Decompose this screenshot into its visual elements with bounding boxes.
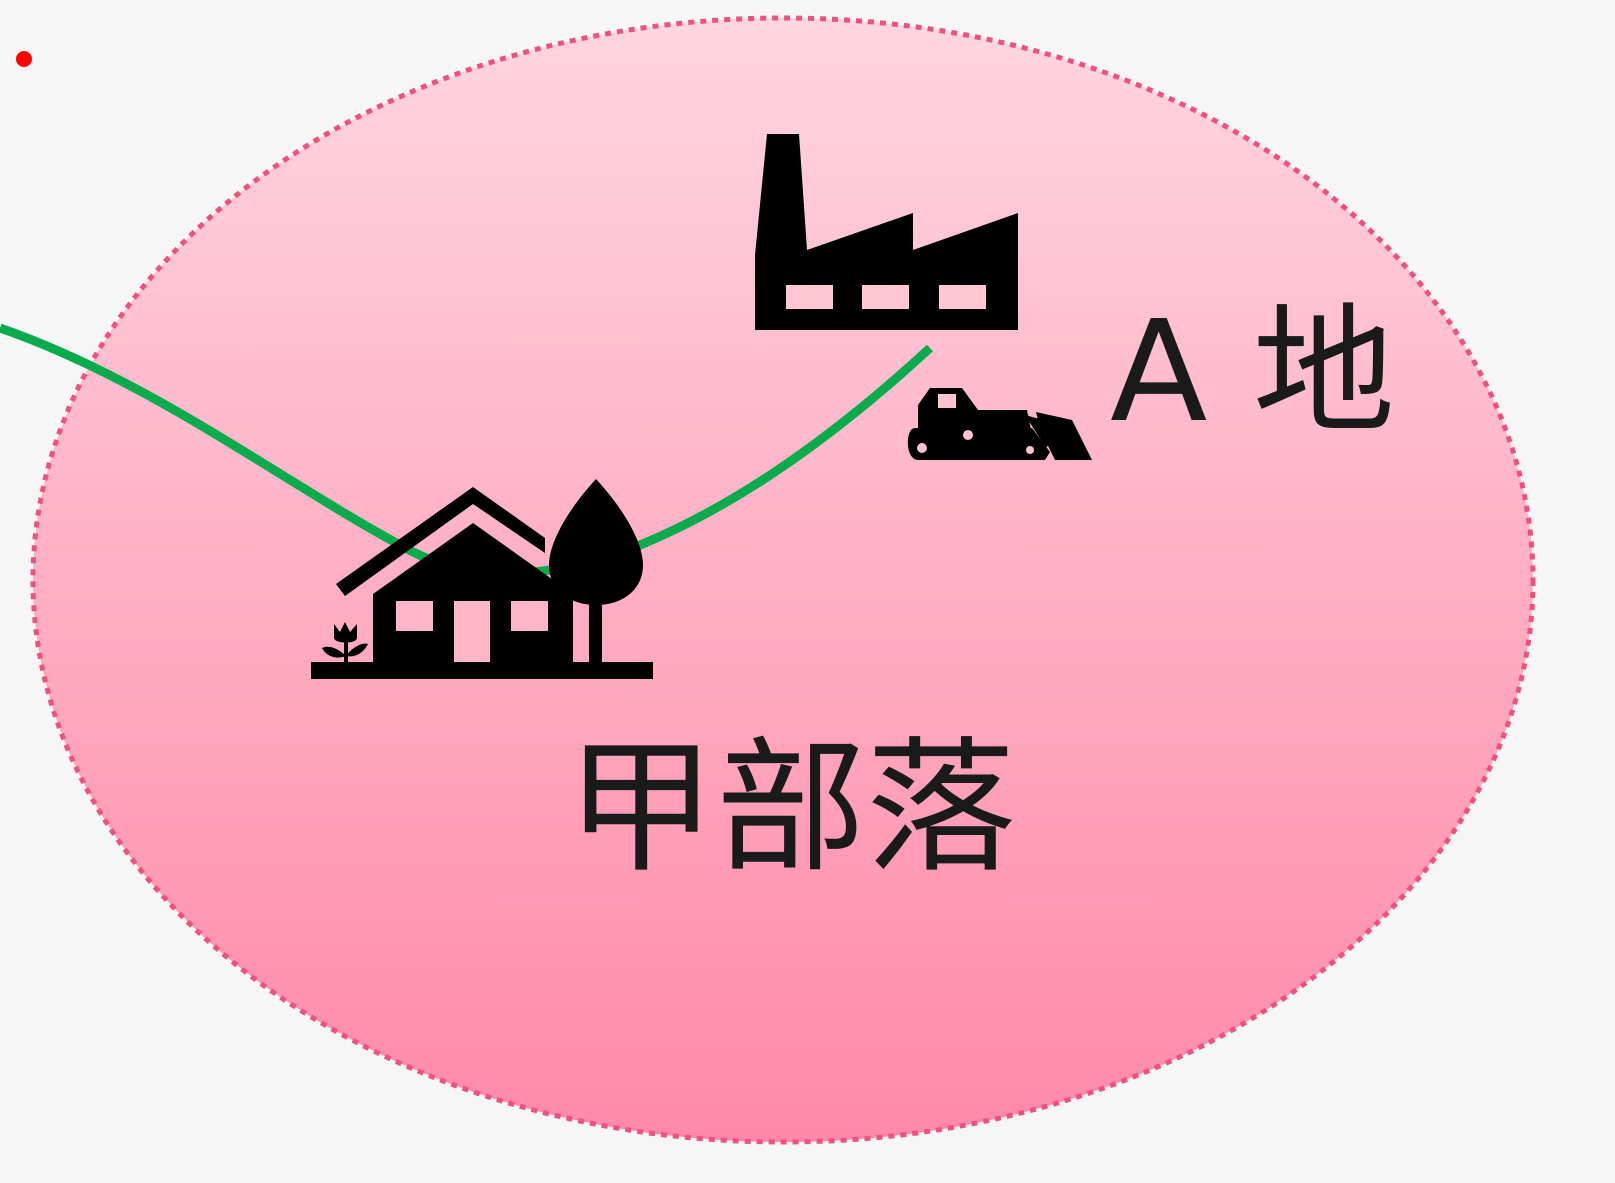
red-dot-marker [16,51,32,67]
bulldozer-icon [907,388,1092,460]
tree-icon [549,479,643,664]
region-ellipse [30,15,1536,1145]
flower-icon [322,622,368,662]
house-icon [311,487,653,679]
tribe-label: 甲部落 [566,724,1016,893]
area-a-label: A 地 [1110,291,1395,454]
factory-icon [755,134,1018,330]
